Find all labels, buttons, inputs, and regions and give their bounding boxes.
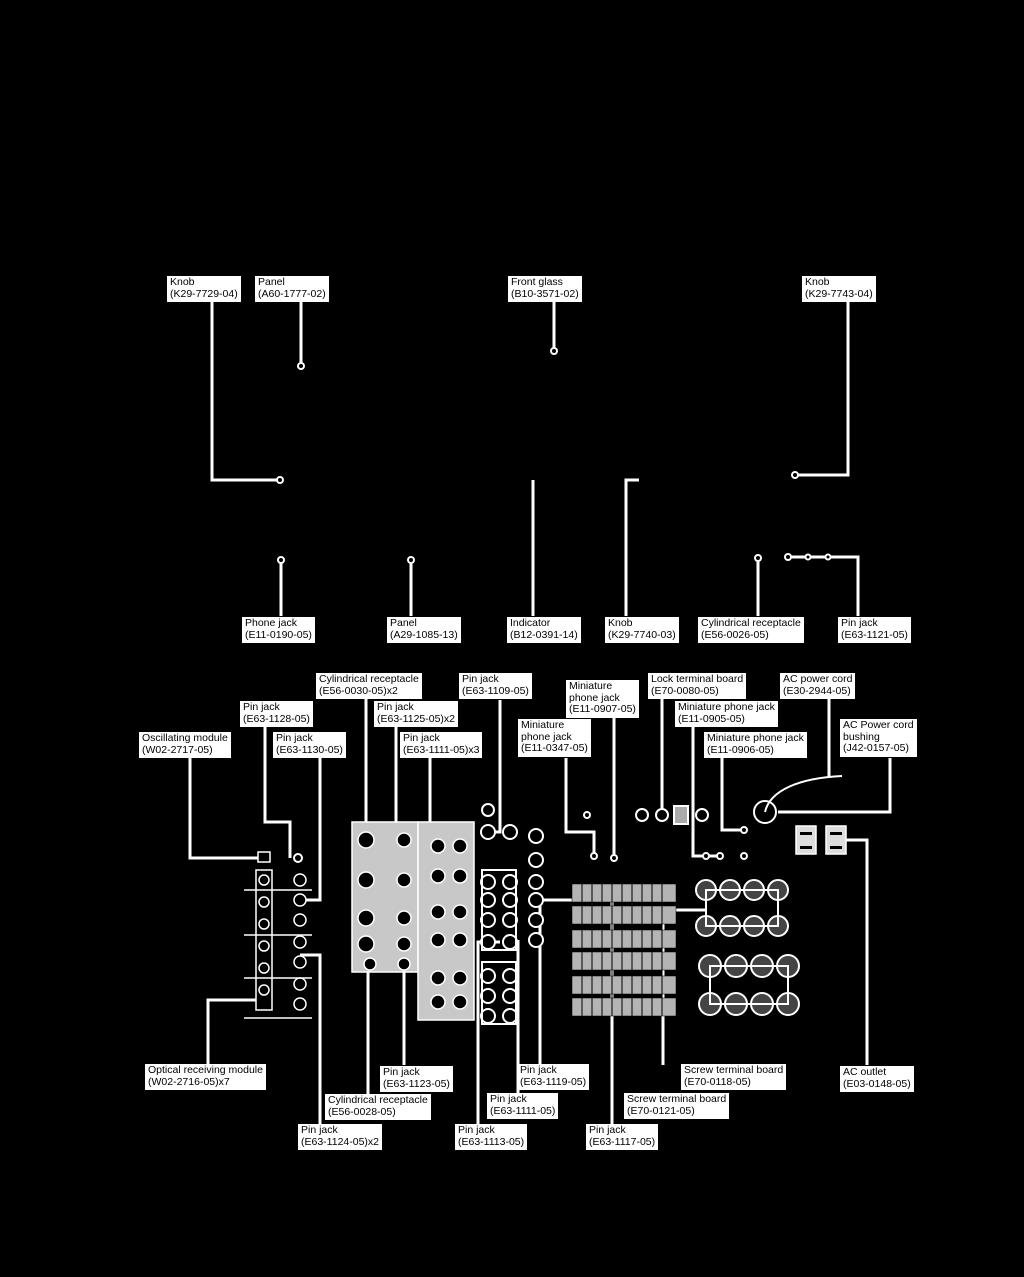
label-front-glass-b10-3571-02: Front glass(B10-3571-02) bbox=[508, 276, 582, 302]
ac-outlet-slots bbox=[800, 832, 842, 849]
label-oscillating-module-w02-2717-05: Oscillating module(W02-2717-05) bbox=[139, 732, 231, 758]
label-optical-module-w02-2716-05: Optical receiving module(W02-2716-05)x7 bbox=[145, 1064, 266, 1090]
label-knob-k29-7743-04: Knob(K29-7743-04) bbox=[802, 276, 876, 302]
label-pin-jack-e63-1123-05: Pin jack(E63-1123-05) bbox=[380, 1066, 453, 1092]
speaker-terminal-frames bbox=[705, 889, 789, 1005]
label-pin-jack-e63-1121-05: Pin jack(E63-1121-05) bbox=[838, 617, 911, 643]
label-ac-outlet-e03-0148-05: AC outlet(E03-0148-05) bbox=[840, 1066, 914, 1092]
label-panel-a60-1777-02: Panel(A60-1777-02) bbox=[255, 276, 329, 302]
label-panel-a29-1085-13: Panel(A29-1085-13) bbox=[387, 617, 461, 643]
label-pin-jack-e63-1124-05: Pin jack(E63-1124-05)x2 bbox=[298, 1124, 383, 1150]
label-mini-phone-jack-e11-0907-05: Miniature phone jack(E11-0907-05) bbox=[566, 680, 639, 718]
optical-jack-strip bbox=[244, 851, 312, 1019]
label-pin-jack-e63-1119-05: Pin jack(E63-1119-05) bbox=[517, 1064, 590, 1090]
label-pin-jack-e63-1111-05: Pin jack(E63-1111-05) bbox=[487, 1093, 559, 1119]
label-pin-jack-e63-1113-05: Pin jack(E63-1113-05) bbox=[455, 1124, 528, 1150]
label-pin-jack-e63-1109-05: Pin jack(E63-1109-05) bbox=[459, 673, 532, 699]
label-knob-k29-7729-04: Knob(K29-7729-04) bbox=[167, 276, 241, 302]
label-pin-jack-e63-1111-05-x3: Pin jack(E63-1111-05)x3 bbox=[400, 732, 483, 758]
speaker-terminals bbox=[695, 879, 800, 1016]
label-pin-jack-e63-1128-05: Pin jack(E63-1128-05) bbox=[240, 701, 313, 727]
label-mini-phone-jack-e11-0906-05: Miniature phone jack(E11-0906-05) bbox=[704, 732, 807, 758]
label-mini-phone-jack-e11-0905-05: Miniature phone jack(E11-0905-05) bbox=[675, 701, 778, 727]
label-lock-terminal-e70-0080-05: Lock terminal board(E70-0080-05) bbox=[648, 673, 747, 699]
leader-endpoints bbox=[276, 347, 832, 863]
label-phone-jack-e11-0190-05: Phone jack(E11-0190-05) bbox=[242, 617, 315, 643]
grill-block bbox=[571, 883, 677, 1017]
label-mini-phone-jack-e11-0347-05: Miniature phone jack(E11-0347-05) bbox=[518, 719, 591, 757]
label-ac-cord-bushing-j42-0157-05: AC Power cord bushing(J42-0157-05) bbox=[840, 719, 917, 757]
label-screw-terminal-e70-0121-05: Screw terminal board(E70-0121-05) bbox=[624, 1093, 730, 1119]
audio-pin-jacks bbox=[480, 803, 544, 1025]
label-knob-k29-7740-03: Knob(K29-7740-03) bbox=[605, 617, 679, 643]
label-pin-jack-e63-1125-05: Pin jack(E63-1125-05)x2 bbox=[374, 701, 459, 727]
ac-cord bbox=[753, 775, 843, 824]
label-pin-jack-e63-1130-05: Pin jack(E63-1130-05) bbox=[273, 732, 346, 758]
video-jack-panel bbox=[351, 821, 475, 1021]
label-pin-jack-e63-1117-05: Pin jack(E63-1117-05) bbox=[586, 1124, 659, 1150]
label-indicator-b12-0391-14: Indicator(B12-0391-14) bbox=[507, 617, 581, 643]
label-cyl-receptacle-e56-0028-05: Cylindrical receptacle(E56-0028-05) bbox=[325, 1094, 431, 1120]
label-cyl-receptacle-e56-0030-05: Cylindrical receptacle(E56-0030-05)x2 bbox=[316, 673, 422, 699]
lock-terminals bbox=[635, 805, 709, 825]
label-cyl-receptacle-e56-0026-05: Cylindrical receptacle(E56-0026-05) bbox=[698, 617, 804, 643]
label-ac-power-cord-e30-2944-05: AC power cord(E30-2944-05) bbox=[780, 673, 856, 699]
grill-slots bbox=[581, 884, 663, 1016]
label-screw-terminal-e70-0118-05: Screw terminal board(E70-0118-05) bbox=[681, 1064, 787, 1090]
